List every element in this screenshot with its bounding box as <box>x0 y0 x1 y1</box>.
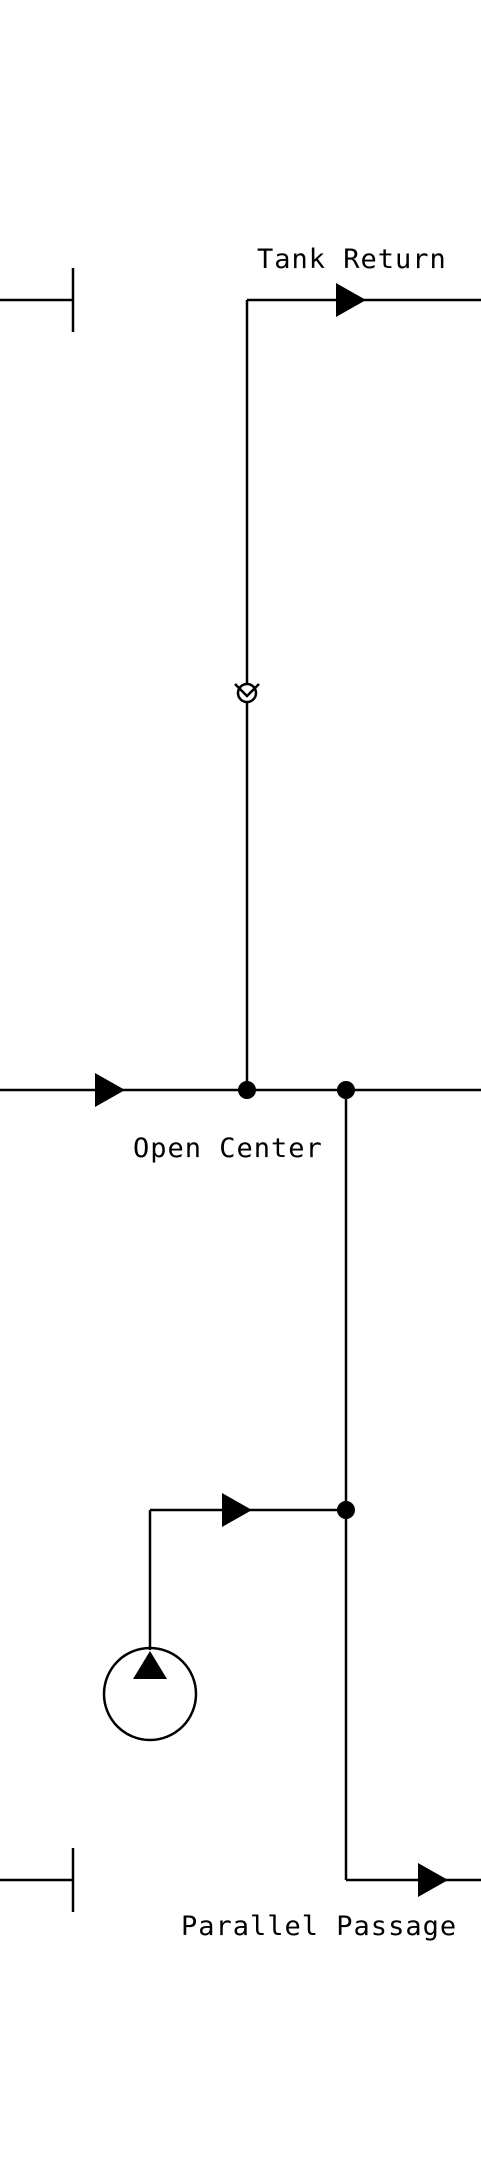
open-center-arrow <box>95 1073 125 1107</box>
tank-return-arrow <box>336 283 366 317</box>
junction-dot-pump <box>337 1501 355 1519</box>
check-valve-ball <box>236 682 258 704</box>
junction-dot-open-center <box>238 1081 256 1099</box>
parallel-passage-label: Parallel Passage <box>181 1911 458 1942</box>
open-center-label: Open Center <box>133 1133 323 1164</box>
parallel-passage-arrow <box>418 1863 448 1897</box>
check-valve-seat <box>234 683 260 698</box>
tank-return-label: Tank Return <box>257 244 447 275</box>
pump-triangle <box>133 1651 167 1679</box>
pump-circle <box>102 1646 198 1742</box>
junction-dot-parallel-top <box>337 1081 355 1099</box>
pump-supply-arrow <box>222 1493 252 1527</box>
